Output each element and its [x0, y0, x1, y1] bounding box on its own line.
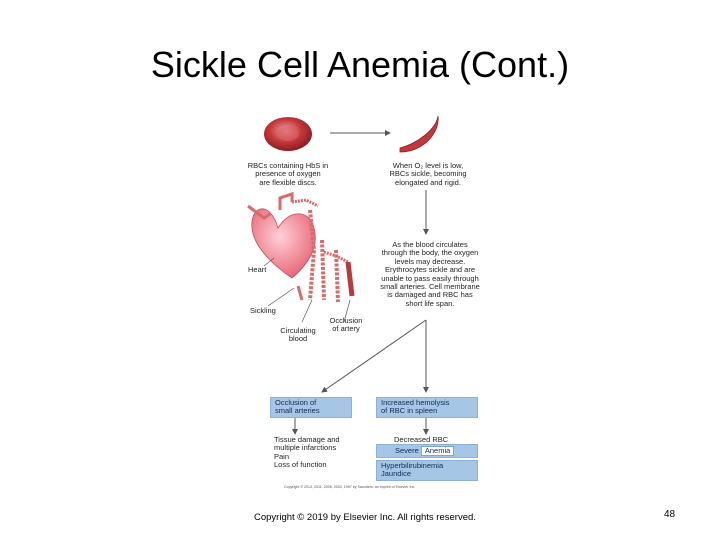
box-hyperbilirubinemia: Hyperbilirubinemia Jaundice	[376, 460, 478, 481]
sickling-pointer	[267, 287, 295, 307]
heart-label: Heart	[248, 265, 267, 274]
arrow-diag	[321, 319, 427, 393]
sickle-cell-figure: RBCs containing HbS in presence of oxyge…	[240, 110, 495, 490]
figure-graphics	[247, 115, 439, 435]
occlusion-pointer	[343, 299, 351, 323]
sickling-label: Sickling	[250, 306, 276, 315]
box-increased-hemolysis: Increased hemolysis of RBC in spleen	[376, 397, 478, 418]
heart-pointer	[263, 257, 275, 267]
page-number: 48	[664, 509, 676, 520]
decreased-rbc-label: Decreased RBC	[394, 435, 449, 444]
rbc-sickle-label: When O₂ level is low, RBCs sickle, becom…	[389, 161, 467, 187]
normal-rbc-center	[277, 127, 299, 141]
severe-label: Severe	[395, 446, 419, 455]
anemia-label: Anemia	[420, 446, 455, 457]
circulating-blood-label: Circulating blood	[280, 326, 316, 344]
box-occlusion-small-arteries: Occlusion of small arteries	[270, 397, 352, 418]
sickle-rbc-icon	[399, 115, 439, 153]
box-severe-anemia: Severe Anemia	[376, 444, 478, 458]
slide-title: Sickle Cell Anemia (Cont.)	[150, 44, 570, 85]
occlusion-artery-label: Occlusion of artery	[329, 316, 363, 334]
circulation-label: As the blood circulates through the body…	[380, 240, 480, 308]
heart-vessels-icon	[247, 191, 355, 303]
figure-copyright: Copyright © 2014, 2011, 2006, 2003, 1997…	[284, 485, 416, 489]
tissue-damage-label: Tissue damage and multiple infarctions P…	[274, 435, 340, 470]
circulating-pointer	[301, 299, 313, 323]
rbc-normal-label: RBCs containing HbS in presence of oxyge…	[247, 161, 329, 187]
copyright-footer: Copyright © 2019 by Elsevier Inc. All ri…	[254, 512, 476, 523]
